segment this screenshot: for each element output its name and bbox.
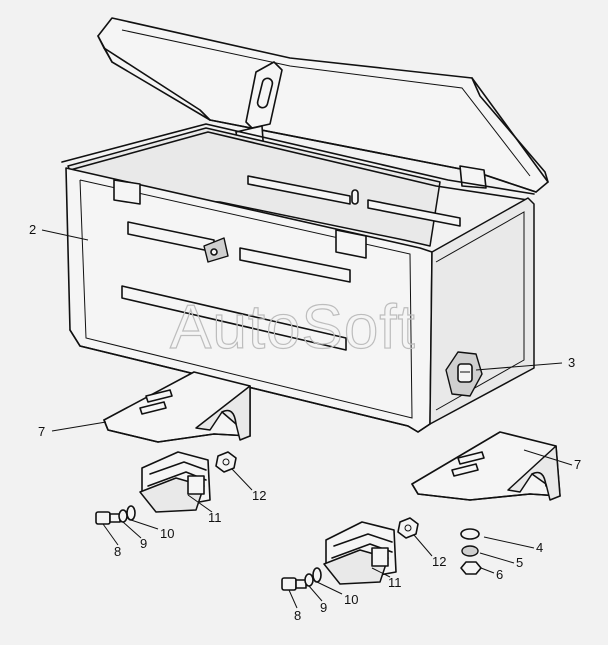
callout-12-right: 12 (432, 554, 446, 569)
toolbox-body (61, 123, 535, 433)
callout-8-left: 8 (114, 544, 121, 559)
callout-9-left: 9 (140, 536, 147, 551)
callout-labels: 2 3 7 7 4 5 6 12 12 11 11 8 9 10 8 9 10 (29, 222, 581, 623)
toolbox-lid (97, 17, 549, 193)
callout-11-right: 11 (388, 575, 402, 590)
callout-6: 6 (496, 567, 503, 582)
callout-4: 4 (536, 540, 543, 555)
callout-7-left: 7 (38, 424, 45, 439)
clamp-left (139, 451, 211, 513)
washer-5 (461, 545, 479, 557)
spring-washer-left (118, 509, 128, 523)
callout-8-right: 8 (294, 608, 301, 623)
bracket-left (103, 371, 251, 443)
callout-7-right: 7 (574, 457, 581, 472)
callout-9-right: 9 (320, 600, 327, 615)
callout-12-left: 12 (252, 488, 266, 503)
bolt-right (281, 577, 307, 591)
callout-2: 2 (29, 222, 36, 237)
callout-11-left: 11 (208, 510, 222, 525)
clamp-right (323, 521, 397, 585)
callout-10-left: 10 (160, 526, 174, 541)
watermark: AutoSoft (170, 293, 416, 362)
washer-4 (460, 528, 480, 540)
callout-10-right: 10 (344, 592, 358, 607)
flat-washer-right (312, 567, 322, 583)
bracket-right (411, 431, 561, 501)
nut-6 (460, 561, 482, 575)
callout-5: 5 (516, 555, 523, 570)
callout-3: 3 (568, 355, 575, 370)
spring-washer-right (304, 573, 314, 587)
nut-left (215, 451, 237, 473)
nut-right (397, 517, 419, 539)
leader-lines (41, 229, 573, 609)
flat-washer-left (126, 505, 136, 521)
bolt-left (95, 511, 121, 525)
